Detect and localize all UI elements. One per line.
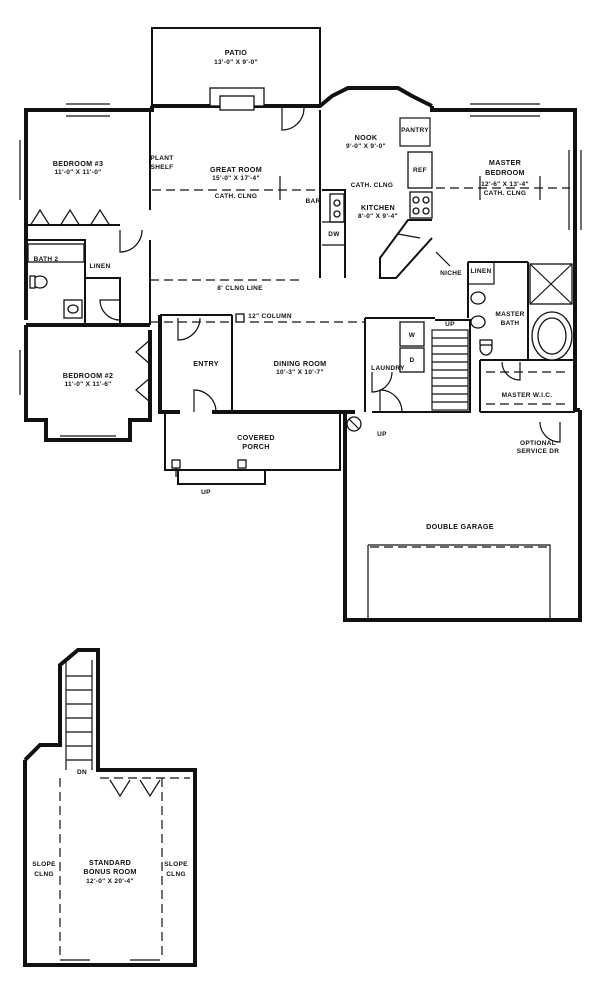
washer-label: W: [409, 332, 416, 339]
ceiling-line-label: 8' CLNG LINE: [217, 285, 263, 292]
ref-label: REF: [413, 167, 427, 174]
great-room-ceiling: CATH. CLNG: [215, 193, 258, 200]
column: [235, 313, 245, 323]
master-bedroom-dims: 12'-6" X 13'-4": [481, 181, 529, 188]
dining-label: DINING ROOM: [274, 359, 327, 368]
great-room-label: GREAT ROOM: [210, 165, 262, 174]
linen-label: LINEN: [90, 263, 111, 270]
optional-service-1: OPTIONAL: [520, 440, 556, 447]
bonus-label-1: STANDARD: [89, 858, 131, 867]
main-stair: [431, 329, 469, 411]
water-heater: [346, 416, 362, 432]
master-bath-1: MASTER: [495, 311, 524, 318]
optional-service-2: SERVICE DR: [517, 448, 560, 455]
slope-right-2: CLNG: [166, 871, 186, 878]
fireplace: [209, 87, 265, 111]
dining-dims: 10'-3" X 10'-7": [276, 369, 324, 376]
bonus-walls: [23, 648, 197, 967]
master-bedroom-label-2: BEDROOM: [485, 168, 525, 177]
master-wic: [486, 371, 570, 405]
patio-dims: 13'-0" X 9'-0": [214, 59, 258, 66]
windows: [19, 103, 582, 437]
plant-shelf-1: PLANT: [150, 155, 173, 162]
linen2-label: LINEN: [471, 268, 492, 275]
master-bath-fixtures: [470, 263, 573, 361]
main-floor-walls: [24, 27, 582, 622]
master-linen: [467, 261, 495, 285]
plant-shelf-2: SHELF: [151, 164, 174, 171]
up-label-porch: UP: [201, 489, 211, 496]
up-label-stair: UP: [445, 321, 455, 328]
master-wic-label: MASTER W.I.C.: [502, 392, 553, 399]
bath2-fixtures: [27, 243, 85, 319]
kitchen-dims: 8'-0" X 9'-4": [358, 213, 398, 220]
bedroom3-closet: [29, 208, 111, 227]
room-labels: PATIO 13'-0" X 9'-0" NOOK 9'-0" X 9'-0" …: [32, 48, 559, 885]
double-garage-label: DOUBLE GARAGE: [426, 522, 494, 531]
nook-dims: 9'-0" X 9'-0": [346, 143, 386, 150]
bedroom2-closet: [135, 339, 151, 403]
dryer-label: D: [410, 357, 415, 364]
column-label: 12" COLUMN: [248, 313, 292, 320]
porch-label-2: PORCH: [242, 442, 269, 451]
laundry-label: LAUNDRY: [371, 365, 405, 372]
bedroom3-label: BEDROOM #3: [53, 159, 104, 168]
bonus-label-2: BONUS ROOM: [83, 867, 136, 876]
master-bedroom-label-1: MASTER: [489, 158, 522, 167]
patio-label: PATIO: [225, 48, 248, 57]
bedroom2-dims: 11'-0" X 11'-6": [64, 381, 111, 388]
porch-label-1: COVERED: [237, 433, 275, 442]
entry-label: ENTRY: [193, 359, 219, 368]
kitchen-label: KITCHEN: [361, 203, 395, 212]
bonus-dims: 12'-0" X 20'-4": [86, 878, 134, 885]
patio-door: [281, 107, 305, 131]
bar-label: BAR: [306, 198, 321, 205]
bath2-label: BATH 2: [34, 256, 59, 263]
bedroom3-dims: 11'-0" X 11'-0": [54, 169, 101, 176]
dw-label: DW: [328, 231, 340, 238]
slope-left-2: CLNG: [34, 871, 54, 878]
master-bath-2: BATH: [501, 320, 520, 327]
laundry-appliances: [399, 321, 425, 373]
niche-label: NICHE: [440, 270, 462, 277]
kitchen-counters: [322, 151, 433, 279]
nook-label: NOOK: [355, 133, 378, 142]
bonus-dn-label: DN: [77, 769, 87, 776]
kitchen-ceiling: CATH. CLNG: [351, 182, 394, 189]
ceiling-lines: [150, 176, 570, 410]
up-label-garage: UP: [377, 431, 387, 438]
pantry-box: [399, 117, 431, 147]
porch-posts: [171, 459, 247, 480]
great-room-dims: 15'-0" X 17'-4": [212, 175, 260, 182]
bedroom2-label: BEDROOM #2: [63, 371, 114, 380]
master-bedroom-ceiling: CATH. CLNG: [484, 190, 527, 197]
pantry-label: PANTRY: [401, 127, 429, 134]
slope-right-1: SLOPE: [164, 861, 188, 868]
slope-left-1: SLOPE: [32, 861, 56, 868]
